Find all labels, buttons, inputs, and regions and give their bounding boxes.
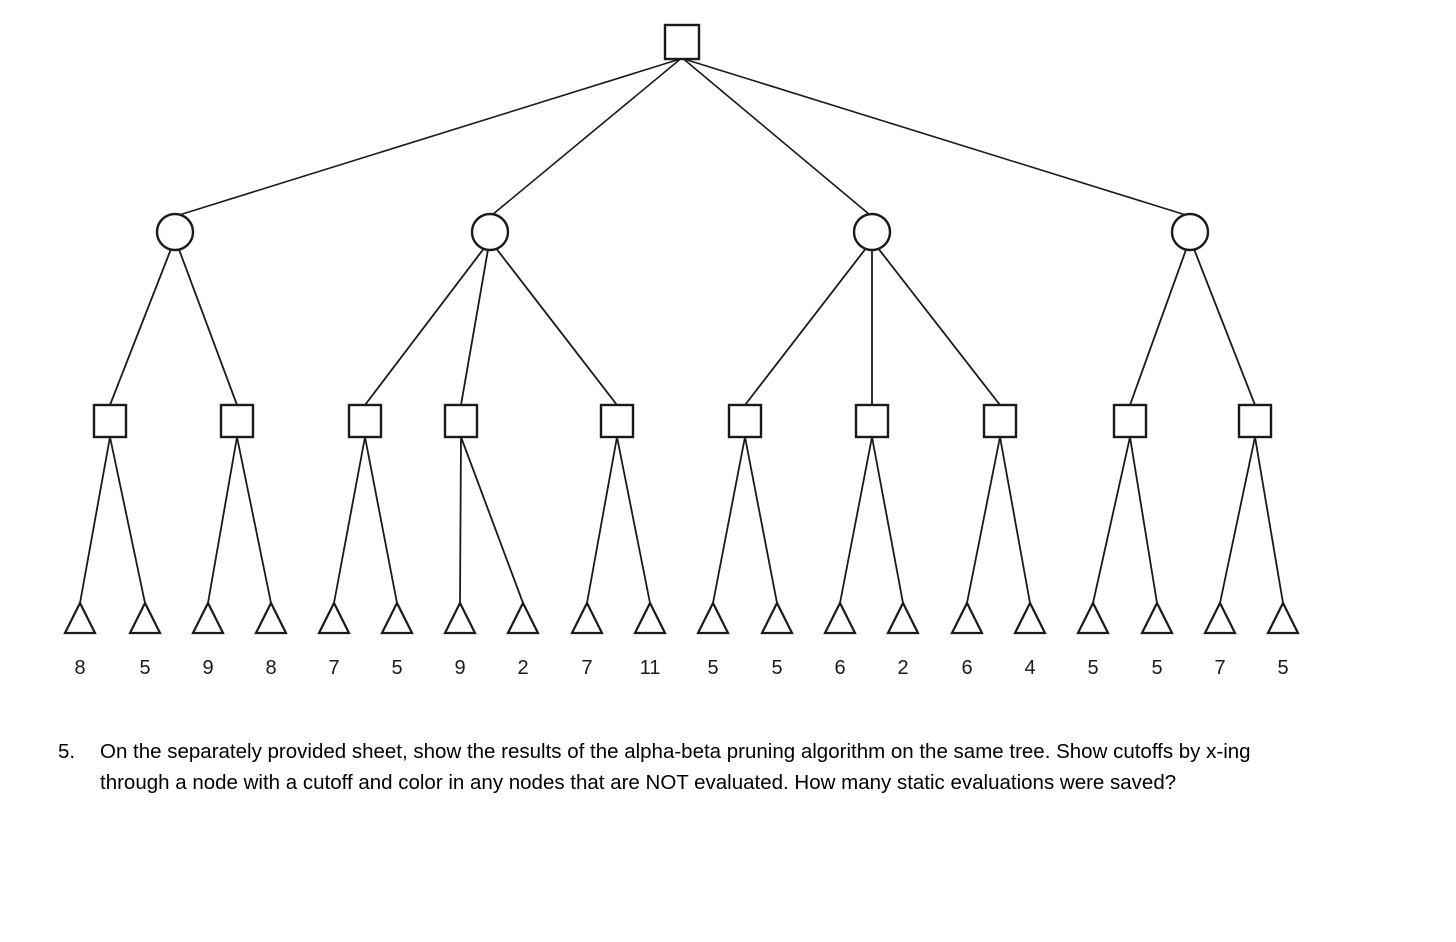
tree-edge <box>1192 247 1256 406</box>
question-number: 5. <box>58 740 76 763</box>
leaf-node-triangle-5[interactable] <box>317 600 351 635</box>
tree-edge <box>1129 436 1158 604</box>
leaf-node-triangle-8[interactable] <box>506 600 540 635</box>
leaf-value-label: 5 <box>1151 657 1163 679</box>
leaf-node-triangle-18[interactable] <box>1140 600 1174 635</box>
leaf-node-triangle-10[interactable] <box>633 600 667 635</box>
min-node-circle-4[interactable] <box>1170 212 1210 252</box>
leaf-node-triangle-6[interactable] <box>380 600 414 635</box>
leaf-value-label: 9 <box>454 657 466 679</box>
leaf-value-label: 4 <box>1024 657 1036 679</box>
tree-edge <box>712 436 746 604</box>
tree-edge <box>1219 436 1256 604</box>
leaf-node-triangle-2[interactable] <box>128 600 162 635</box>
leaf-node-triangle-1[interactable] <box>63 600 97 635</box>
leaf-node-triangle-7[interactable] <box>443 600 477 635</box>
max-node-square-5[interactable] <box>599 403 635 439</box>
max-node-square-6[interactable] <box>727 403 763 439</box>
tree-edge <box>175 58 681 217</box>
tree-edge <box>682 58 873 217</box>
tree-edge <box>489 58 682 217</box>
max-node-square-3[interactable] <box>347 403 383 439</box>
leaf-value-label: 2 <box>517 657 529 679</box>
min-node-circle-1[interactable] <box>155 212 195 252</box>
max-node-square-8[interactable] <box>982 403 1018 439</box>
leaf-value-label: 9 <box>202 657 214 679</box>
tree-edge <box>109 436 146 604</box>
tree-edge <box>999 436 1031 604</box>
leaf-node-triangle-16[interactable] <box>1013 600 1047 635</box>
tree-edge <box>460 436 524 604</box>
tree-edge <box>1092 436 1131 604</box>
leaf-node-triangle-20[interactable] <box>1266 600 1300 635</box>
tree-edge <box>1129 247 1188 406</box>
leaf-node-triangle-11[interactable] <box>696 600 730 635</box>
leaf-node-triangle-4[interactable] <box>254 600 288 635</box>
leaf-node-triangle-3[interactable] <box>191 600 225 635</box>
leaf-value-label: 5 <box>771 657 783 679</box>
max-node-square-7[interactable] <box>854 403 890 439</box>
leaf-node-triangle-19[interactable] <box>1203 600 1237 635</box>
leaf-value-label: 2 <box>897 657 909 679</box>
tree-edge <box>1254 436 1284 604</box>
tree-edge <box>877 247 1001 406</box>
tree-nodes <box>63 23 1300 635</box>
leaf-node-triangle-15[interactable] <box>950 600 984 635</box>
leaf-node-triangle-14[interactable] <box>886 600 920 635</box>
leaf-node-triangle-9[interactable] <box>570 600 604 635</box>
leaf-value-label: 5 <box>1277 657 1289 679</box>
leaf-value-label: 7 <box>581 657 593 679</box>
leaf-value-label: 5 <box>139 657 151 679</box>
leaf-value-label: 5 <box>707 657 719 679</box>
tree-edge <box>333 436 366 604</box>
leaf-node-triangle-12[interactable] <box>760 600 794 635</box>
tree-edge <box>495 247 618 406</box>
max-node-square-2[interactable] <box>219 403 255 439</box>
tree-edge <box>871 436 904 604</box>
game-tree-diagram <box>63 23 1300 635</box>
max-node-square-1[interactable] <box>92 403 128 439</box>
tree-edge <box>744 247 867 406</box>
leaf-node-triangle-13[interactable] <box>823 600 857 635</box>
tree-edge <box>364 436 398 604</box>
leaf-node-triangle-17[interactable] <box>1076 600 1110 635</box>
leaf-value-label: 6 <box>961 657 973 679</box>
tree-edge <box>207 436 238 604</box>
leaf-value-label: 7 <box>328 657 340 679</box>
tree-edge <box>236 436 272 604</box>
root-node-square[interactable] <box>663 23 701 61</box>
tree-edge <box>616 436 651 604</box>
max-node-square-10[interactable] <box>1237 403 1273 439</box>
tree-edges <box>79 58 1284 604</box>
leaf-value-label: 8 <box>265 657 277 679</box>
tree-edge <box>683 58 1190 217</box>
tree-edge <box>109 247 173 406</box>
tree-edge <box>586 436 618 604</box>
tree-edge <box>966 436 1001 604</box>
tree-edge <box>839 436 873 604</box>
leaf-value-label: 5 <box>1087 657 1099 679</box>
question-text: On the separately provided sheet, show t… <box>100 740 1251 794</box>
max-node-square-4[interactable] <box>443 403 479 439</box>
min-node-circle-3[interactable] <box>852 212 892 252</box>
leaf-value-label: 7 <box>1214 657 1226 679</box>
leaf-value-label: 6 <box>834 657 846 679</box>
leaf-value-labels: 8 5 9 8 7 5 9 2 7 11 5 5 6 2 6 4 5 5 7 5 <box>0 655 1456 691</box>
tree-edge <box>177 247 238 406</box>
max-node-square-9[interactable] <box>1112 403 1148 439</box>
leaf-value-label: 5 <box>391 657 403 679</box>
leaf-value-label: 8 <box>74 657 86 679</box>
tree-edge <box>364 247 485 406</box>
min-node-circle-2[interactable] <box>470 212 510 252</box>
question-block: 5. On the separately provided sheet, sho… <box>0 736 1456 798</box>
tree-edge <box>744 436 778 604</box>
tree-edge <box>460 247 490 406</box>
tree-edge <box>459 436 462 604</box>
leaf-value-label: 11 <box>639 657 661 679</box>
tree-edge <box>79 436 111 604</box>
